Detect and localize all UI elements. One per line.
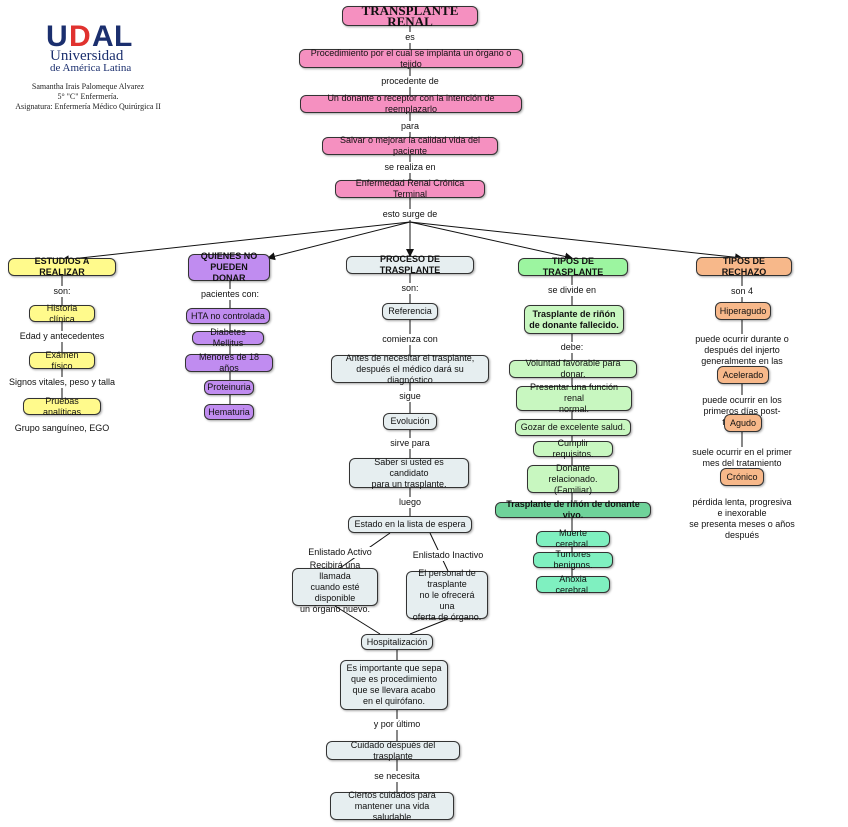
- logo-letter-l: L: [114, 20, 132, 53]
- rechazo-item-2-box: Acelerado: [717, 366, 769, 384]
- label-sirve: sirve para: [390, 438, 430, 449]
- estudios-title: ESTUDIOS A REALIZAR: [8, 256, 116, 277]
- rechazo-item-3-box: Agudo: [724, 414, 762, 432]
- vivo-item-3: Anoxia cerebral.: [536, 574, 610, 595]
- node-ciertos: Ciertos cuidados para mantener una vida …: [330, 790, 454, 822]
- label-comienza: comienza con: [382, 334, 438, 345]
- node-estado: Estado en la lista de espera: [348, 516, 472, 533]
- quienes-item-5: Hematuria: [204, 404, 254, 420]
- tipos-label-debe: debe:: [560, 342, 584, 353]
- tipos-item-2: Presentar una función renal normal.: [516, 382, 632, 414]
- node-antes: Antes de necesitar el trasplante, despué…: [331, 353, 489, 385]
- author-name: Samantha Irais Palomeque Alvarez: [31, 82, 145, 91]
- tipos-label-divide: se divide en: [547, 285, 597, 296]
- proceso-label-son: son:: [401, 283, 419, 294]
- estudios-label-son: son:: [53, 286, 71, 297]
- quienes-title: QUIENES NO PUEDEN DONAR: [188, 251, 270, 283]
- estudios-item-2-text: Signos vitales, peso y talla: [8, 377, 116, 388]
- node-referencia: Referencia: [382, 303, 438, 320]
- logo-text: Universidad de América Latina: [50, 48, 132, 75]
- vivo-item-2: Tumores benignos.: [533, 549, 613, 570]
- label-es: es: [405, 32, 415, 43]
- author-info: Samantha Irais Palomeque Alvarez 5° "C" …: [8, 82, 168, 112]
- label-activo: Enlistado Activo: [308, 547, 372, 558]
- author-subject: Asignatura: Enfermería Médico Quirúrgica…: [15, 102, 161, 111]
- tipos-item-1: Voluntad favorable para donar.: [509, 358, 637, 379]
- label-necesita: se necesita: [374, 771, 420, 782]
- logo-line1: Universidad: [50, 48, 124, 64]
- logo-letter-a: A: [92, 20, 114, 53]
- logo-line2: de América Latina: [50, 62, 132, 74]
- label-se-realiza: se realiza en: [384, 162, 436, 173]
- label-procedente: procedente de: [381, 76, 439, 87]
- node-purpose: Salvar o mejorar la calidad vida del pac…: [322, 135, 498, 156]
- rechazo-label-son4: son 4: [730, 286, 754, 297]
- rechazo-item-1-box: Hiperagudo: [715, 302, 771, 320]
- estudios-item-3-text: Grupo sanguíneo, EGO: [14, 423, 110, 434]
- estudios-item-1-text: Edad y antecedentes: [19, 331, 105, 342]
- quienes-item-3: Menores de 18 años: [185, 352, 273, 373]
- rechazo-title: TIPOS DE RECHAZO: [696, 256, 792, 277]
- estudios-item-1-box: Historia clínica: [29, 303, 95, 324]
- label-surge: esto surge de: [382, 209, 438, 220]
- node-personal: El personal de trasplante no le ofrecerá…: [406, 568, 488, 622]
- node-cuidado: Cuidado después del trasplante: [326, 740, 460, 761]
- vivo-item-1: Muerte cerebral.: [536, 528, 610, 549]
- label-sigue: sigue: [399, 391, 421, 402]
- node-evolucion: Evolución: [383, 413, 437, 430]
- node-recibira: Recibirá una llamada cuando esté disponi…: [292, 560, 378, 614]
- estudios-item-2-box: Exámen físico: [29, 350, 95, 371]
- tipos-item-5: Donante relacionado. (Familiar): [527, 463, 619, 495]
- tipos-item-4: Cumplir requisitos.: [533, 438, 613, 459]
- label-inactivo: Enlistado Inactivo: [412, 550, 484, 561]
- quienes-item-1: HTA no controlada: [186, 308, 270, 324]
- logo-letter-u: U: [46, 20, 68, 53]
- label-ultimo: y por último: [373, 719, 421, 730]
- node-disease: Enfermedad Renal Crónica Terminal: [335, 178, 485, 199]
- label-para: para: [400, 121, 420, 132]
- quienes-item-2: Diabetes Mellitus: [192, 327, 264, 348]
- node-importante: Es importante que sepa que es procedimie…: [340, 660, 448, 710]
- node-hospitalizacion: Hospitalización: [361, 634, 433, 650]
- author-group: 5° "C" Enfermería.: [57, 92, 119, 101]
- node-saber: Saber si usted es candidato para un tras…: [349, 457, 469, 489]
- estudios-item-3-box: Pruebas analíticas: [23, 396, 101, 417]
- label-luego: luego: [398, 497, 422, 508]
- node-definition: Procedimiento por el cual se implanta un…: [299, 48, 523, 69]
- rechazo-item-3-text: suele ocurrir en el primer mes del trata…: [689, 447, 795, 469]
- main-title: TRANSPLANTE RENAL: [342, 4, 478, 28]
- node-donor: Un donante o receptor con la intención d…: [300, 93, 522, 114]
- tipos-item-3: Gozar de excelente salud.: [515, 419, 631, 436]
- rechazo-item-4-box: Crónico: [720, 468, 764, 486]
- quienes-item-4: Proteinuria: [204, 380, 254, 395]
- node-fallecido: Trasplante de riñón de donante fallecido…: [524, 305, 624, 334]
- quienes-label-pacientes: pacientes con:: [200, 289, 260, 300]
- rechazo-item-4-text: pérdida lenta, progresiva e inexorable s…: [689, 497, 795, 541]
- logo-letter-d: D: [69, 20, 91, 53]
- tipos-title: TIPOS DE TRASPLANTE: [518, 256, 628, 277]
- proceso-title: PROCESO DE TRASPLANTE: [346, 254, 474, 275]
- node-vivo: Trasplante de riñón de donante vivo.: [495, 499, 651, 520]
- udal-logo: U D A L: [46, 20, 132, 53]
